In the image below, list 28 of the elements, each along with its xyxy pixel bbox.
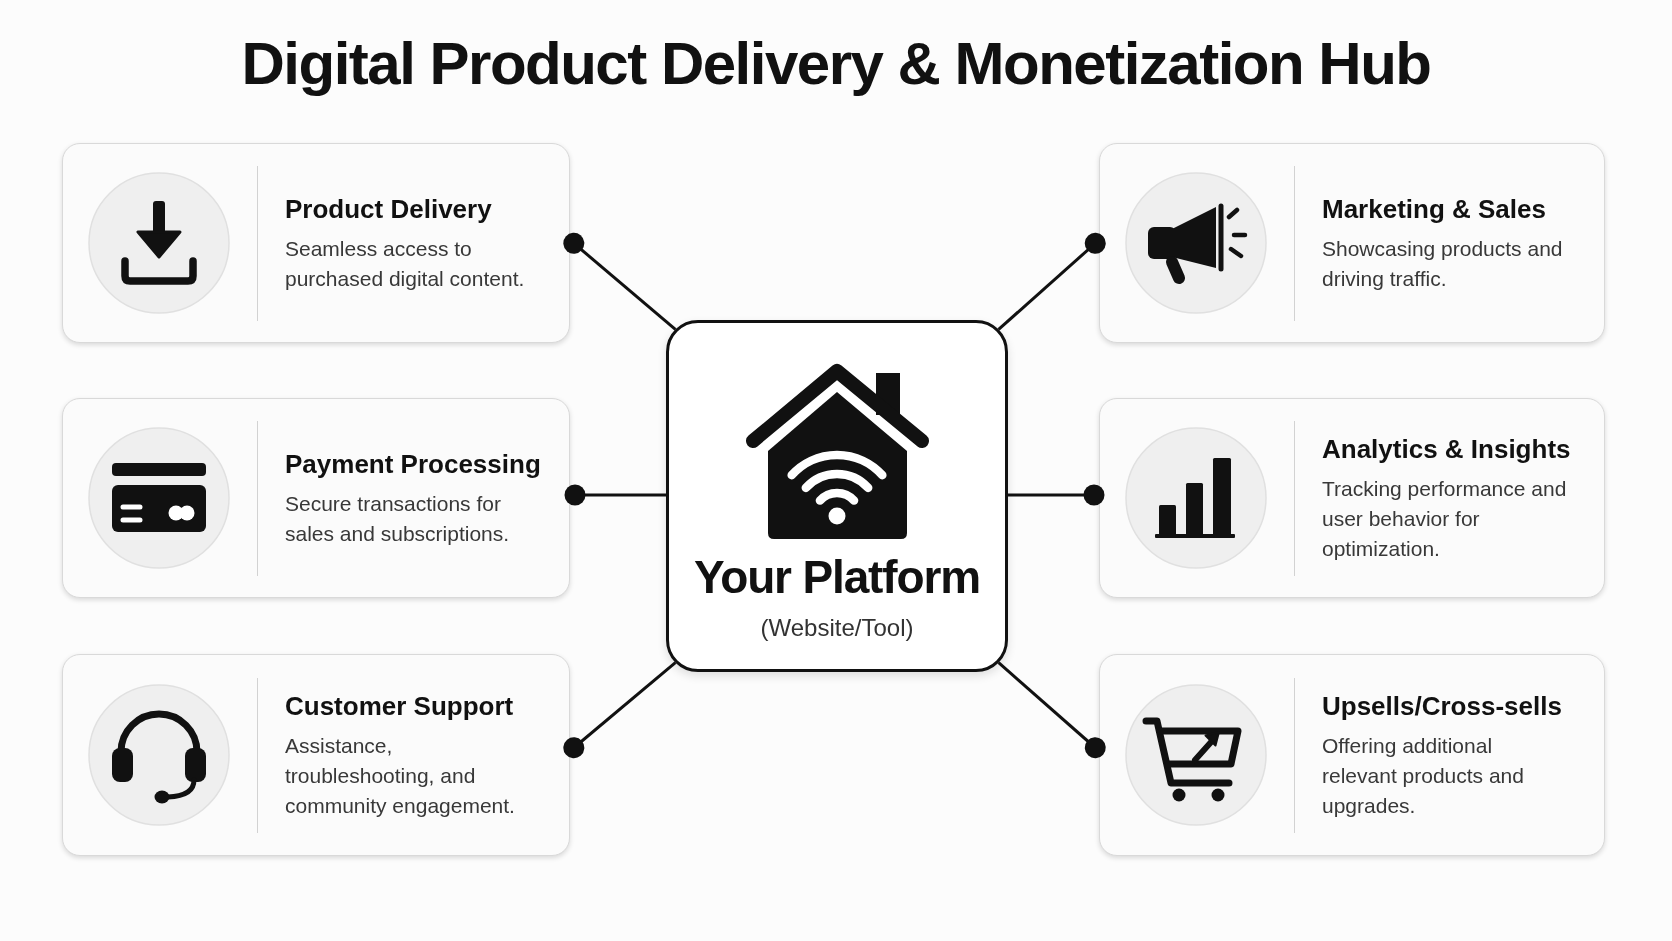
feature-card bbox=[62, 654, 570, 856]
card-title: Payment Processing bbox=[285, 448, 541, 481]
platform-subtitle: (Website/Tool) bbox=[760, 613, 914, 643]
platform-title: Your Platform bbox=[694, 551, 980, 603]
card-title: Product Delivery bbox=[285, 193, 493, 226]
connector-line bbox=[563, 232, 677, 331]
card-description: Seamless access to purchased digital content. bbox=[285, 236, 526, 292]
feature-card bbox=[1099, 398, 1605, 598]
card-description: Showcasing products and driving traffic. bbox=[1322, 236, 1564, 292]
connector-line bbox=[997, 232, 1106, 331]
connector-line bbox=[564, 484, 666, 506]
diagram-title: Digital Product Delivery & Monetization Hub bbox=[241, 30, 1431, 98]
feature-card bbox=[62, 398, 570, 598]
card-description: Secure transactions for sales and subscriptions. bbox=[285, 491, 511, 547]
connector-line bbox=[997, 661, 1106, 759]
feature-card bbox=[1099, 654, 1605, 856]
feature-card bbox=[1099, 143, 1605, 343]
card-description: Tracking performance and user behavior for optimization. bbox=[1322, 476, 1568, 562]
card-title: Customer Support bbox=[285, 690, 515, 723]
card-title: Analytics & Insights bbox=[1322, 433, 1571, 466]
card-title: Upsells/Cross-sells bbox=[1322, 690, 1563, 723]
feature-card bbox=[62, 143, 570, 343]
card-title: Marketing & Sales bbox=[1322, 193, 1547, 226]
platform-box bbox=[666, 320, 1008, 672]
card-description: Offering additional relevant products and upgrades. bbox=[1322, 733, 1525, 819]
connector-line bbox=[1008, 484, 1105, 506]
card-description: Assistance, troubleshooting, and community engagement. bbox=[285, 733, 516, 819]
connector-line bbox=[563, 661, 677, 759]
